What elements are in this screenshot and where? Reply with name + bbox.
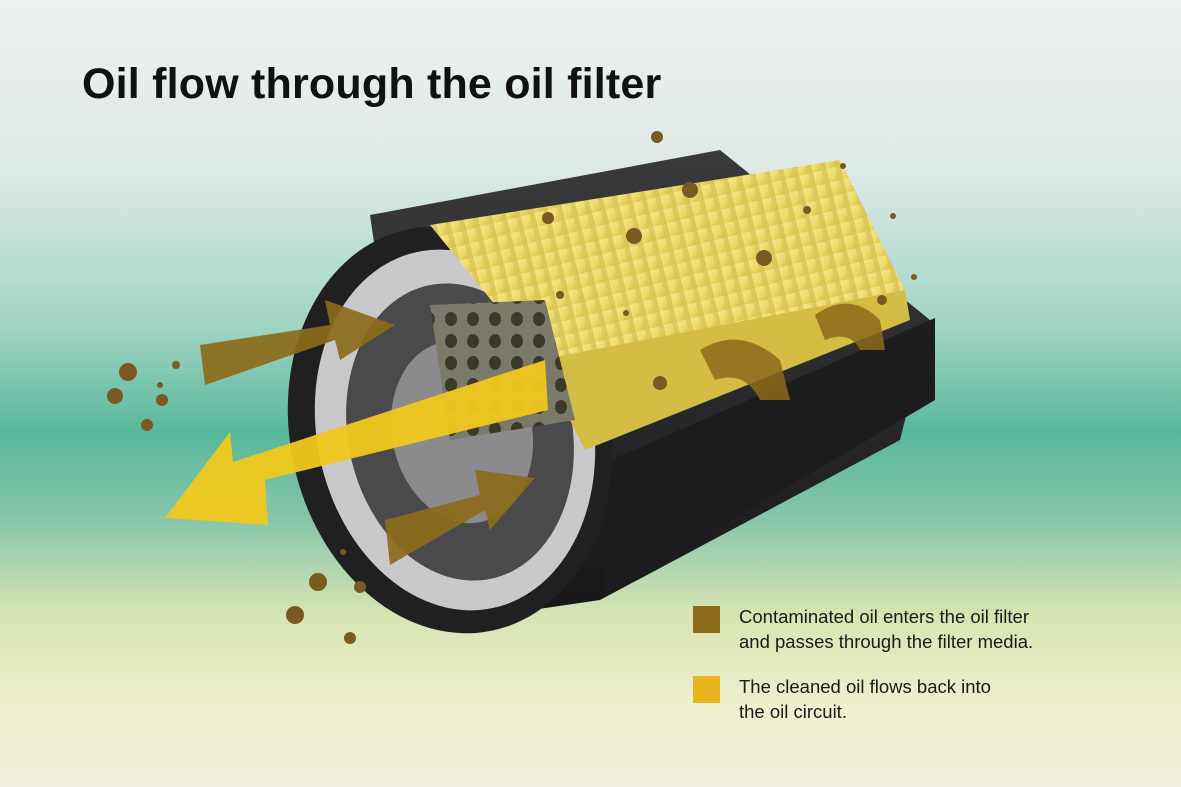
page-title: Oil flow through the oil filter bbox=[82, 60, 662, 108]
legend-text-clean: The cleaned oil flows back into the oil … bbox=[739, 674, 1079, 724]
legend-swatch-contaminated bbox=[693, 606, 720, 633]
dirt-particles bbox=[107, 131, 917, 644]
legend-swatch-clean bbox=[693, 676, 720, 703]
inner-flow-arrow-2 bbox=[815, 303, 885, 350]
legend-item-clean: The cleaned oil flows back into the oil … bbox=[693, 674, 1079, 724]
legend-item-contaminated: Contaminated oil enters the oil filter a… bbox=[693, 604, 1079, 654]
inner-flow-arrow-1 bbox=[700, 339, 790, 400]
legend-line: The cleaned oil flows back into bbox=[739, 676, 991, 697]
legend-line: Contaminated oil enters the oil filter bbox=[739, 606, 1029, 627]
legend-text-contaminated: Contaminated oil enters the oil filter a… bbox=[739, 604, 1079, 654]
outflow-arrow bbox=[165, 360, 548, 525]
housing-rim bbox=[600, 318, 935, 595]
inflow-arrow-top bbox=[200, 300, 395, 385]
legend-line: and passes through the filter media. bbox=[739, 631, 1034, 652]
inflow-arrow-bottom bbox=[385, 470, 535, 565]
legend-line: the oil circuit. bbox=[739, 701, 847, 722]
